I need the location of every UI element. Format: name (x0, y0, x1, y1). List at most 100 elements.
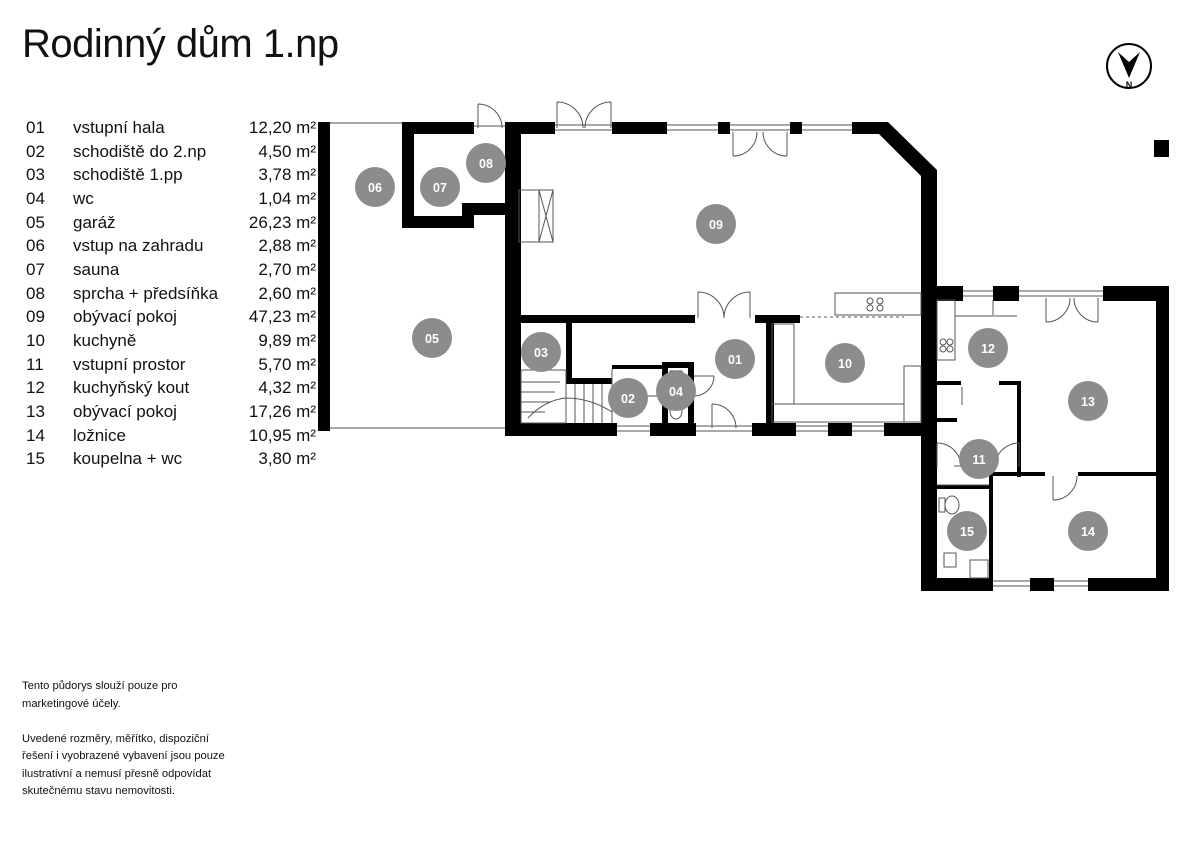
legend-room-name: wc (73, 188, 94, 208)
legend-room-area: 1,04 m² (258, 188, 316, 208)
legend-room-area: 2,88 m² (258, 236, 316, 256)
legend-room-area: 10,95 m² (248, 425, 316, 445)
room-badge-label: 07 (433, 181, 447, 195)
legend-row: 08 sprcha + předsíňka 2,60 m² (26, 282, 316, 306)
room-badge-03: 03 (521, 332, 561, 372)
legend-room-area: 2,70 m² (258, 259, 316, 279)
legend-number: 02 (26, 141, 45, 161)
legend-room-area: 9,89 m² (258, 331, 316, 351)
legend-room-name: schodiště do 2.np (73, 141, 207, 161)
compass-label: N (1126, 80, 1133, 90)
legend-room-name: sprcha + předsíňka (73, 283, 219, 303)
room-badge-15: 15 (947, 511, 987, 551)
legend-number: 06 (26, 236, 45, 256)
legend-room-name: schodiště 1.pp (73, 165, 183, 185)
legend-room-name: obývací pokoj (73, 402, 177, 422)
legend-row: 01 vstupní hala 12,20 m² (26, 116, 316, 140)
legend-number: 10 (26, 331, 45, 351)
page-title: Rodinný dům 1.np (22, 22, 339, 66)
legend-row: 03 schodiště 1.pp 3,78 m² (26, 163, 316, 187)
room-badge-label: 06 (368, 181, 382, 195)
room-badge-11: 11 (959, 439, 999, 479)
legend-row: 13 obývací pokoj 17,26 m² (26, 400, 316, 424)
legend-room-area: 17,26 m² (248, 402, 316, 422)
legend-room-area: 47,23 m² (248, 307, 316, 327)
room-badge-14: 14 (1068, 511, 1108, 551)
legend-room-name: ložnice (73, 425, 126, 445)
legend-room-name: obývací pokoj (73, 307, 177, 327)
legend-room-area: 12,20 m² (248, 117, 316, 137)
room-badge-label: 04 (669, 385, 683, 399)
legend-room-name: vstupní hala (73, 117, 165, 137)
legend-number: 03 (26, 165, 45, 185)
scale-marker (1154, 140, 1169, 157)
legend-room-area: 3,80 m² (258, 449, 316, 469)
legend-room-name: kuchyňský kout (73, 378, 190, 398)
legend-number: 08 (26, 283, 45, 303)
legend-room-area: 4,32 m² (258, 378, 316, 398)
room-badge-10: 10 (825, 343, 865, 383)
legend-row: 15 koupelna + wc 3,80 m² (26, 448, 316, 472)
legend-room-name: koupelna + wc (73, 449, 183, 469)
room-badge-label: 15 (960, 525, 974, 539)
disclaimer-text-2: Uvedené rozměry, měřítko, dispoziční řeš… (22, 732, 225, 798)
legend-room-area: 5,70 m² (258, 354, 316, 374)
legend-room-area: 2,60 m² (258, 283, 316, 303)
room-badge-label: 10 (838, 357, 852, 371)
room-badge-12: 12 (968, 328, 1008, 368)
legend-row: 02 schodiště do 2.np 4,50 m² (26, 140, 316, 164)
legend-room-name: garáž (73, 212, 116, 232)
legend-row: 04 wc 1,04 m² (26, 187, 316, 211)
room-badge-label: 14 (1081, 525, 1095, 539)
room-badge-label: 05 (425, 332, 439, 346)
room-badges: 01 02 03 04 05 06 07 08 09 10 11 12 13 14 15 (355, 143, 1108, 551)
legend-row: 14 ložnice 10,95 m² (26, 424, 316, 448)
room-badge-label: 12 (981, 342, 995, 356)
room-badge-label: 02 (621, 392, 635, 406)
legend-room-area: 4,50 m² (258, 141, 316, 161)
legend-row: 07 sauna 2,70 m² (26, 258, 316, 282)
legend-row: 09 obývací pokoj 47,23 m² (26, 306, 316, 330)
legend-number: 15 (26, 449, 45, 469)
room-badge-09: 09 (696, 204, 736, 244)
legend-room-name: kuchyně (73, 331, 137, 351)
room-badge-label: 11 (972, 453, 985, 467)
legend-row: 05 garáž 26,23 m² (26, 211, 316, 235)
room-badge-label: 13 (1081, 395, 1095, 409)
room-badge-06: 06 (355, 167, 395, 207)
legend-number: 12 (26, 378, 45, 398)
legend-row: 12 kuchyňský kout 4,32 m² (26, 377, 316, 401)
legend-number: 07 (26, 259, 45, 279)
north-arrow-icon: N (1106, 43, 1152, 90)
legend-room-area: 3,78 m² (258, 165, 316, 185)
room-badge-07: 07 (420, 167, 460, 207)
room-badge-04: 04 (656, 371, 696, 411)
legend-row: 11 vstupní prostor 5,70 m² (26, 353, 316, 377)
room-legend: 01 vstupní hala 12,20 m² 02 schodiště do 2.n… (26, 116, 316, 471)
room-badge-08: 08 (466, 143, 506, 183)
legend-room-name: vstup na zahradu (73, 236, 204, 256)
legend-row: 10 kuchyně 9,89 m² (26, 329, 316, 353)
room-badge-02: 02 (608, 378, 648, 418)
disclaimer: Tento půdorys slouží pouze pro marketing… (22, 678, 242, 818)
legend-number: 01 (26, 117, 45, 137)
legend-row: 06 vstup na zahradu 2,88 m² (26, 234, 316, 258)
legend-number: 13 (26, 402, 45, 422)
disclaimer-text-1: Tento půdorys slouží pouze pro marketing… (22, 680, 178, 710)
legend-room-area: 26,23 m² (248, 212, 316, 232)
room-badge-05: 05 (412, 318, 452, 358)
legend-number: 14 (26, 425, 45, 445)
room-badge-label: 01 (728, 353, 742, 367)
legend-number: 05 (26, 212, 45, 232)
legend-number: 09 (26, 307, 45, 327)
room-badge-13: 13 (1068, 381, 1108, 421)
room-badge-01: 01 (715, 339, 755, 379)
room-badge-label: 08 (479, 157, 493, 171)
legend-room-name: sauna (73, 259, 120, 279)
legend-number: 04 (26, 188, 45, 208)
legend-number: 11 (26, 354, 44, 374)
legend-room-name: vstupní prostor (73, 354, 186, 374)
room-badge-label: 03 (534, 346, 548, 360)
room-badge-label: 09 (709, 218, 723, 232)
